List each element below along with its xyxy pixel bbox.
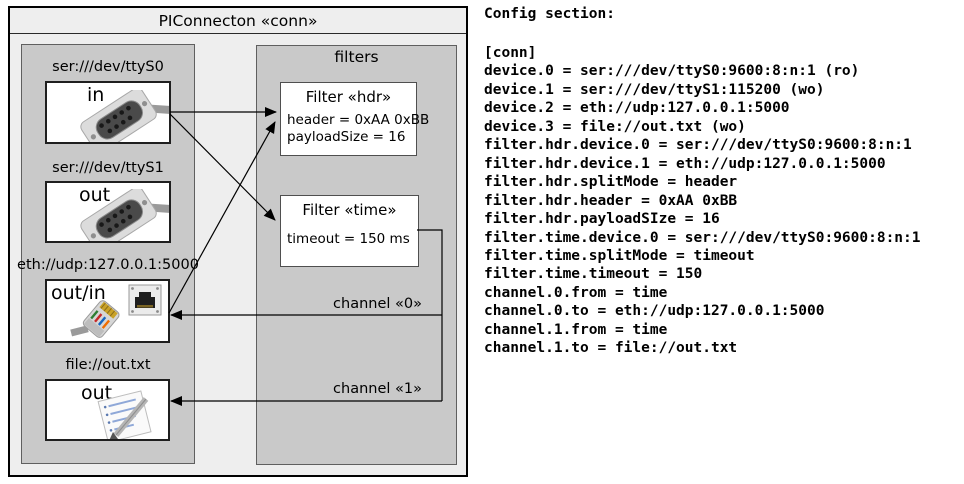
device-box-eth: out/in: [45, 279, 170, 343]
config-line: device.1 = ser:///dev/ttyS1:115200 (wo): [484, 81, 825, 98]
filter-box-hdr: Filter «hdr» header = 0xAA 0xBB payloadS…: [280, 82, 429, 156]
serial-port-icon: [80, 90, 169, 142]
filters-panel: filters Filter «hdr» header = 0xAA 0xBB …: [256, 45, 457, 465]
config-heading: Config section:: [484, 6, 615, 22]
config-line: filter.hdr.splitMode = header: [484, 174, 738, 191]
ethernet-plug-icon: [70, 300, 120, 338]
config-line: filter.time.device.0 = ser:///dev/ttyS0:…: [484, 229, 921, 246]
config-line: channel.1.from = time: [484, 321, 668, 338]
config-line: [conn]: [484, 45, 537, 61]
device-label-eth: eth://udp:127.0.0.1:5000: [17, 257, 199, 273]
channel-1-label: channel «1»: [333, 381, 422, 397]
devices-panel: ser:///dev/ttyS0 in ser:///dev/ttyS1 o: [17, 44, 199, 464]
piconnecton-title: PIConnecton «conn»: [10, 8, 466, 34]
config-line: filter.hdr.payloadSIze = 16: [484, 211, 720, 228]
config-line: device.0 = ser:///dev/ttyS0:9600:8:n:1 (…: [484, 63, 860, 80]
device-label-file: file://out.txt: [65, 357, 151, 373]
config-line: filter.hdr.device.0 = ser:///dev/ttyS0:9…: [484, 137, 912, 154]
filters-panel-title: filters: [334, 48, 379, 66]
device-direction: out: [79, 184, 111, 206]
serial-port-icon: [80, 189, 169, 241]
device-direction: out: [81, 382, 113, 404]
config-section: Config section: [conn] device.0 = ser:///…: [484, 6, 921, 358]
config-line: filter.time.splitMode = timeout: [484, 247, 755, 264]
filter-hdr-param-payload: payloadSize = 16: [287, 129, 406, 145]
piconnecton-box: PIConnecton «conn» ser:///dev/ttyS0 in: [8, 6, 468, 477]
device-direction: in: [87, 84, 105, 106]
ethernet-jack-icon: [128, 284, 162, 316]
config-line: device.3 = file://out.txt (wo): [484, 118, 746, 135]
filter-time-title: Filter «time»: [302, 201, 397, 219]
device-box-file: out: [45, 379, 170, 441]
config-line: filter.hdr.header = 0xAA 0xBB: [484, 192, 738, 209]
channel-0-label: channel «0»: [333, 296, 422, 312]
config-line: channel.1.to = file://out.txt: [484, 340, 738, 357]
config-line: device.2 = eth://udp:127.0.0.1:5000: [484, 100, 790, 117]
device-label-ttys0: ser:///dev/ttyS0: [52, 59, 164, 75]
config-line: filter.time.timeout = 150: [484, 266, 703, 283]
filter-hdr-param-header: header = 0xAA 0xBB: [287, 112, 430, 128]
config-line: channel.0.from = time: [484, 284, 668, 301]
device-box-ttys1: out: [45, 181, 171, 243]
filter-time-param-timeout: timeout = 150 ms: [287, 231, 410, 247]
config-line: channel.0.to = eth://udp:127.0.0.1:5000: [484, 303, 825, 320]
filter-hdr-title: Filter «hdr»: [305, 88, 392, 106]
config-line: filter.hdr.device.1 = eth://udp:127.0.0.…: [484, 155, 886, 172]
config-lines: [conn] device.0 = ser:///dev/ttyS0:9600:8…: [484, 44, 921, 358]
device-box-ttys0: in: [45, 81, 171, 144]
notepad-icon: [97, 390, 152, 439]
device-direction: out/in: [51, 282, 106, 304]
filter-box-time: Filter «time» timeout = 150 ms: [280, 195, 419, 267]
device-label-ttys1: ser:///dev/ttyS1: [52, 160, 164, 176]
